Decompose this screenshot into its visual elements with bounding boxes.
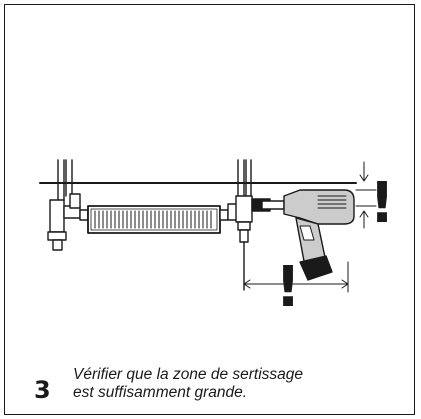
warning-marks: ! ! (275, 171, 395, 320)
right-pipes (237, 159, 252, 197)
step-number: 3 (34, 376, 51, 404)
dimension-lines (243, 161, 377, 293)
left-valve (47, 193, 81, 251)
radiator (79, 205, 229, 234)
warning-exclamation-right: ! (369, 171, 395, 236)
right-valve (227, 195, 253, 291)
instruction-line-1: Vérifier que la zone de sertissage (73, 366, 304, 383)
warning-exclamation-bottom: ! (275, 255, 301, 320)
crimping-tool (251, 189, 355, 281)
instruction-line-2: est suffisamment grande. (73, 384, 248, 401)
step-instruction: Vérifier que la zone de sertissage est s… (73, 366, 393, 402)
